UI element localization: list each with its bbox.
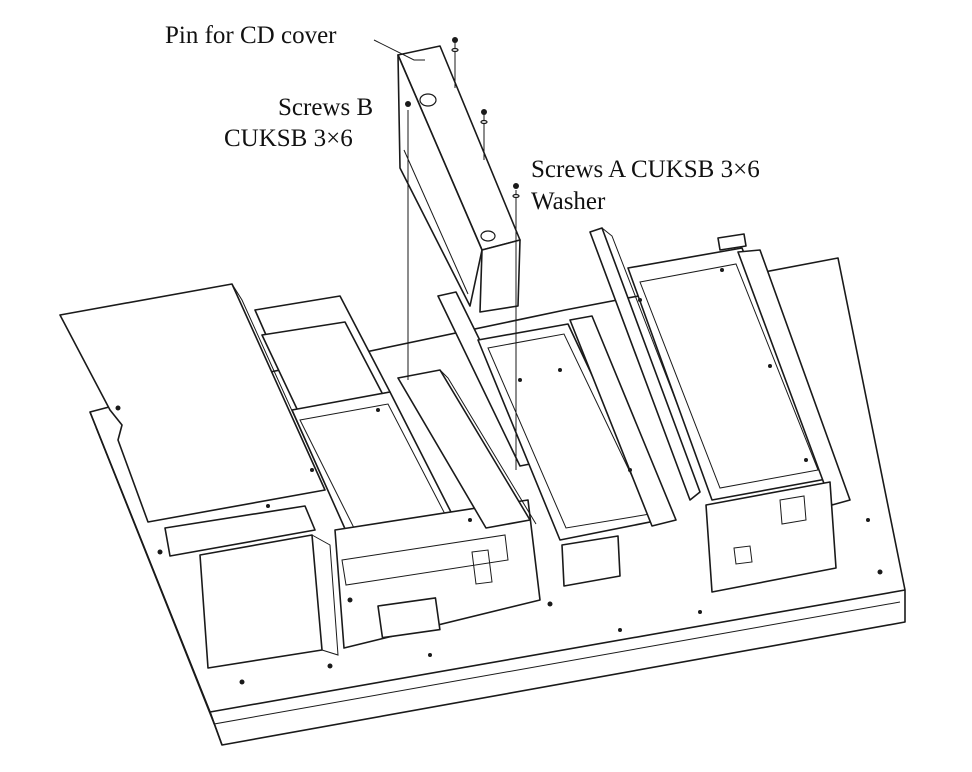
mounting-holes bbox=[115, 268, 883, 685]
left-bracket-box bbox=[164, 505, 339, 669]
screws-a-label: Screws A CUKSB 3×6 bbox=[531, 156, 760, 183]
cd-cover bbox=[397, 45, 521, 313]
assembly-lines bbox=[407, 42, 517, 470]
screw-a-lower bbox=[512, 183, 520, 199]
pin-leader-line bbox=[373, 39, 425, 61]
screw-a-top bbox=[451, 37, 459, 53]
pin-cd-cover-label: Pin for CD cover bbox=[165, 22, 337, 49]
left-front-panel bbox=[334, 499, 541, 649]
screw-a-mid bbox=[480, 109, 488, 125]
center-divider-rail bbox=[569, 315, 677, 527]
right-bay bbox=[627, 247, 851, 506]
screw-b bbox=[405, 101, 411, 107]
top-right-latch bbox=[717, 233, 747, 251]
left-cover-plate bbox=[59, 283, 331, 523]
right-front-panel bbox=[705, 481, 837, 593]
screws-b-label: Screws B bbox=[278, 94, 374, 121]
washer-label: Washer bbox=[531, 188, 606, 215]
screws-b-spec-label: CUKSB 3×6 bbox=[224, 125, 353, 152]
